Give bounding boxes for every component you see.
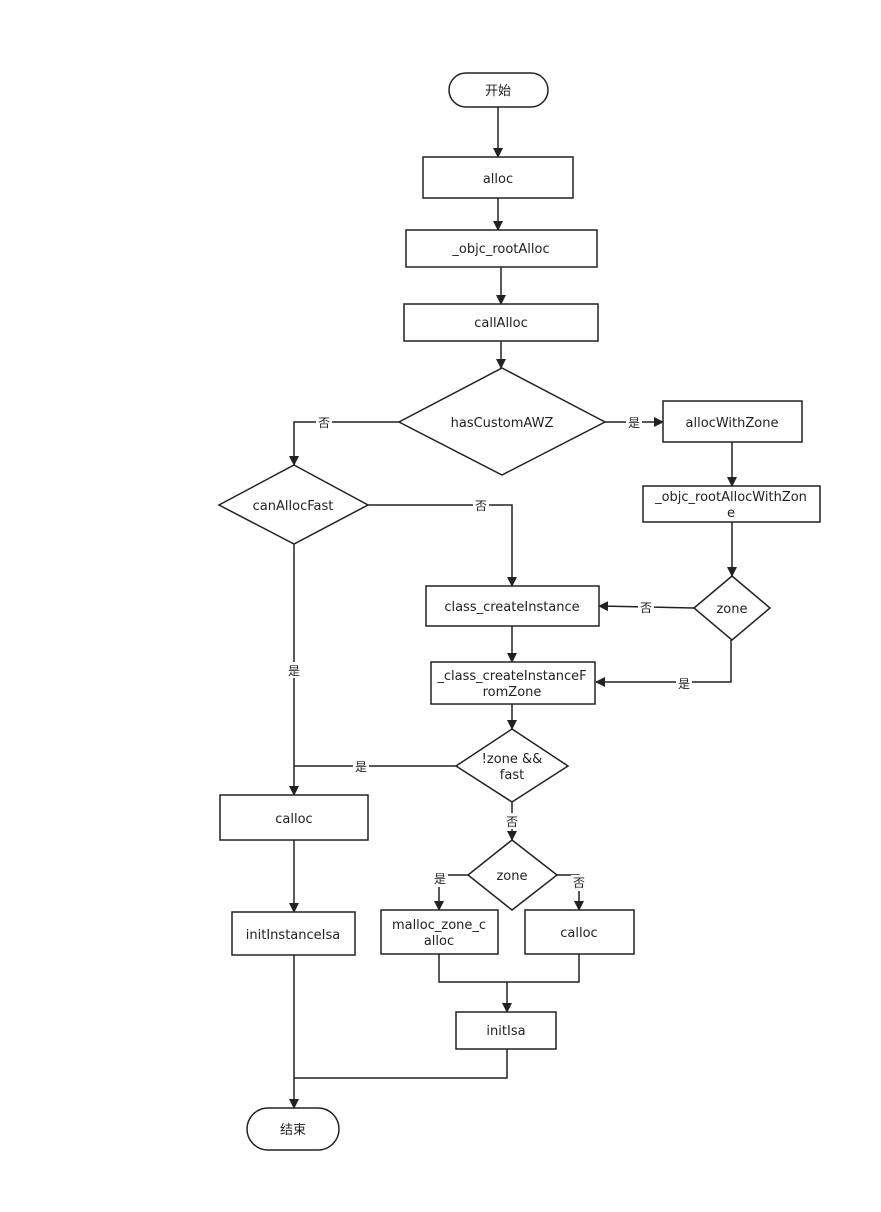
class-createinstancefromzone-label-line1: _class_createInstanceF xyxy=(436,669,586,684)
edge-initisa-end xyxy=(294,1049,508,1079)
class-createinstancefromzone-node[interactable]: _class_createInstanceF romZone xyxy=(430,661,596,705)
allocwithzone-node[interactable]: allocWithZone xyxy=(662,400,803,443)
calloc-label-1: calloc xyxy=(275,812,312,827)
callalloc-label: callAlloc xyxy=(474,316,528,331)
alloc-label: alloc xyxy=(483,172,513,187)
class-createinstance-label: class_createInstance xyxy=(444,600,579,615)
class-createinstance-node[interactable]: class_createInstance xyxy=(425,585,600,627)
label-awz-yes: 是 xyxy=(628,416,640,430)
nodes: 开始 alloc _objc_rootAlloc callAlloc hasCu… xyxy=(217,72,821,1151)
edge-awz-no xyxy=(289,421,399,466)
class-createinstancefromzone-label-line2: romZone xyxy=(483,685,542,700)
label-zone1-yes: 是 xyxy=(678,677,690,691)
edge-zone1-yes xyxy=(595,640,732,687)
zone-decision-1-label: zone xyxy=(716,602,747,617)
start-label: 开始 xyxy=(485,84,511,99)
malloc-zone-calloc-label-line2: alloc xyxy=(424,934,454,949)
initinstanceisa-node[interactable]: initInstanceIsa xyxy=(231,911,356,956)
end-label: 结束 xyxy=(280,1123,306,1138)
start-node[interactable]: 开始 xyxy=(448,72,549,108)
calloc-label-2: calloc xyxy=(560,926,597,941)
label-awz-no: 否 xyxy=(318,416,330,430)
not-zone-and-fast-label-line2: fast xyxy=(500,768,524,783)
end-node[interactable]: 结束 xyxy=(246,1107,340,1151)
calloc-node-2[interactable]: calloc xyxy=(524,909,635,955)
label-fast-yes: 是 xyxy=(288,664,300,678)
objc-rootallocwithzone-label-line2: e xyxy=(727,506,735,521)
alloc-node[interactable]: alloc xyxy=(422,156,574,199)
label-nzf-no: 否 xyxy=(506,815,518,829)
calloc-node-1[interactable]: calloc xyxy=(219,794,369,841)
label-zone2-yes: 是 xyxy=(434,872,446,886)
callalloc-node[interactable]: callAlloc xyxy=(403,303,599,342)
objc-rootalloc-node[interactable]: _objc_rootAlloc xyxy=(405,229,598,268)
zone-decision-2[interactable]: zone xyxy=(466,839,559,911)
objc-rootallocwithzone-label-line1: _objc_rootAllocWithZon xyxy=(654,490,807,505)
label-nzf-yes: 是 xyxy=(355,760,367,774)
canallocfast-label: canAllocFast xyxy=(253,499,334,514)
zone-decision-1[interactable]: zone xyxy=(692,575,772,641)
label-fast-no: 否 xyxy=(475,499,487,513)
label-zone1-no: 否 xyxy=(640,601,652,615)
initisa-node[interactable]: initIsa xyxy=(455,1011,557,1050)
label-zone2-no: 否 xyxy=(573,876,585,890)
edge-fast-no xyxy=(368,504,517,587)
hascustomawz-decision[interactable]: hasCustomAWZ xyxy=(397,367,607,476)
edge-merge-initisa xyxy=(438,954,580,1012)
objc-rootalloc-label: _objc_rootAlloc xyxy=(451,242,549,257)
edge-labels: 否 是 否 否 是 是 是 否 是 否 xyxy=(286,414,692,891)
malloc-zone-calloc-node[interactable]: malloc_zone_c alloc xyxy=(380,909,499,955)
initinstanceisa-label: initInstanceIsa xyxy=(246,928,340,943)
malloc-zone-calloc-label-line1: malloc_zone_c xyxy=(392,918,486,933)
not-zone-and-fast-decision[interactable]: !zone && fast xyxy=(454,728,570,803)
hascustomawz-label: hasCustomAWZ xyxy=(451,416,554,431)
initisa-label: initIsa xyxy=(486,1024,525,1039)
objc-rootallocwithzone-node[interactable]: _objc_rootAllocWithZon e xyxy=(642,485,821,523)
zone-decision-2-label: zone xyxy=(496,869,527,884)
not-zone-and-fast-label-line1: !zone && xyxy=(482,752,543,767)
canallocfast-decision[interactable]: canAllocFast xyxy=(217,464,370,545)
allocwithzone-label: allocWithZone xyxy=(686,416,779,431)
